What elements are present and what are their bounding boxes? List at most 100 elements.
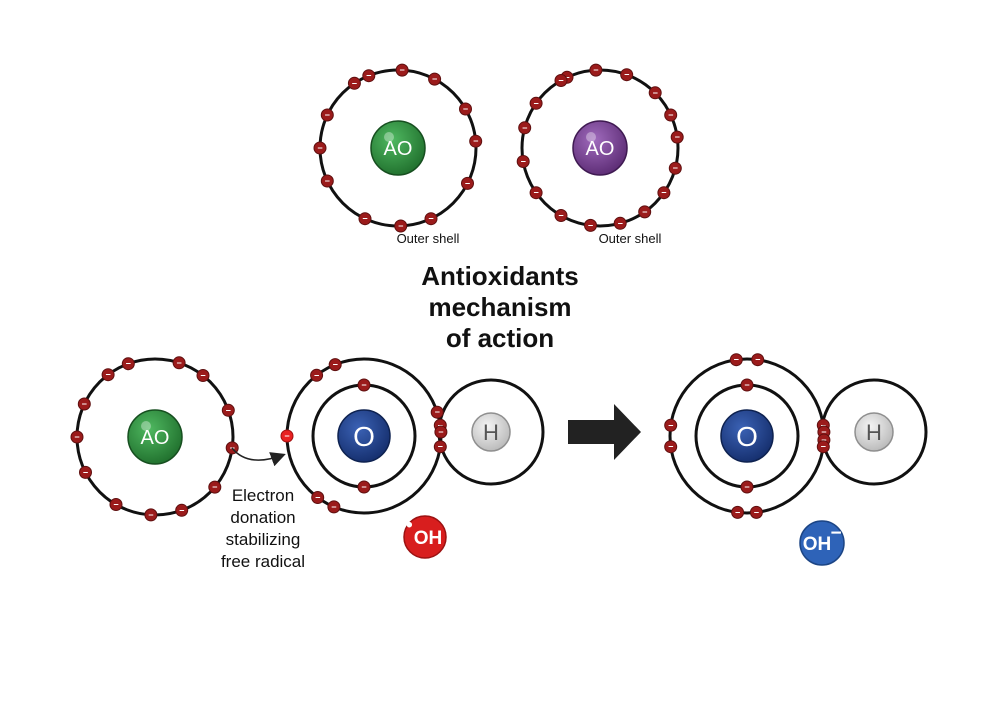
nucleus-highlight [586, 132, 596, 142]
hydrogen-nucleus [854, 412, 894, 452]
outer-shell-label: Outer shell [397, 231, 460, 246]
electron-dot [77, 397, 91, 411]
electron-minus-sign: − [105, 370, 110, 380]
ao-label: AO [586, 138, 615, 160]
title-line-2: mechanism [428, 292, 571, 322]
ao-atom-green-top: AO Outer shell −−−−−−−−−−−−− [313, 63, 483, 246]
electron-minus-sign: − [754, 507, 759, 517]
electron-minus-sign: − [618, 218, 623, 228]
donated-electron-dot [280, 429, 294, 443]
electron-dot [657, 186, 671, 200]
electron-minus-sign: − [212, 482, 217, 492]
oxygen-label: O [353, 421, 375, 452]
reaction-arrow [568, 404, 641, 460]
electron-dot [328, 358, 342, 372]
electron-minus-sign: − [399, 65, 404, 75]
electron-group: −−−−−−−−−−−−− [70, 356, 239, 522]
electron-dot [430, 405, 444, 419]
electron-minus-sign: − [179, 505, 184, 515]
electron-minus-sign: − [317, 143, 322, 153]
electron-minus-sign: − [661, 188, 666, 198]
electron-minus-sign: − [361, 482, 366, 492]
electron-dot [357, 378, 371, 392]
electron-dot [620, 68, 634, 82]
ao-label: AO [141, 427, 170, 449]
ao-nucleus-green [127, 409, 183, 465]
electron-minus-sign: − [438, 420, 443, 430]
electron-minus-sign: − [755, 355, 760, 365]
badge-circle [403, 515, 447, 559]
electron-minus-sign: − [744, 380, 749, 390]
electron-minus-sign: − [148, 510, 153, 520]
electron-minus-sign: − [675, 132, 680, 142]
electron-dot [221, 403, 235, 417]
electron-minus-sign: − [533, 188, 538, 198]
hydrogen-label: H [866, 420, 882, 445]
electron-minus-sign: − [521, 157, 526, 167]
electron-minus-sign: − [673, 163, 678, 173]
electron-dot [749, 505, 763, 519]
electron-dot [668, 161, 682, 175]
electron-dot [648, 86, 662, 100]
electron-dot [347, 76, 361, 90]
electron-dot [424, 212, 438, 226]
electron-dot [816, 440, 830, 454]
electron-group: −−−−−−−−−−−−−−−−− [516, 63, 684, 232]
hydroxyl-radical-badge: • OH [403, 515, 447, 559]
donated-electron: − [280, 429, 294, 443]
electron-minus-sign: − [83, 467, 88, 477]
electron-dot [208, 480, 222, 494]
electron-dot [320, 174, 334, 188]
electron-group: −−−−−−−−−−−−− [313, 63, 483, 233]
oxygen-label: O [736, 421, 758, 452]
electron-minus-sign: − [325, 176, 330, 186]
electron-dot [518, 121, 532, 135]
electron-minus-sign: − [352, 78, 357, 88]
electron-dot [554, 74, 568, 87]
electron-minus-sign: − [200, 371, 205, 381]
electron-dot [121, 357, 135, 371]
electron-dot [664, 108, 678, 122]
electron-minus-sign: − [176, 358, 181, 368]
ao-label: AO [384, 138, 413, 160]
electron-minus-sign: − [522, 123, 527, 133]
electron-dot [469, 134, 483, 148]
electron-minus-sign: − [438, 427, 443, 437]
diagram-title: Antioxidants mechanism of action [421, 261, 578, 353]
caption-line-3: stabilizing [226, 530, 301, 549]
electron-minus-sign: − [668, 110, 673, 120]
electron-dot [320, 108, 334, 122]
outer-shell-label: Outer shell [599, 231, 662, 246]
electron-dot [362, 69, 376, 83]
electron-minus-sign: − [473, 136, 478, 146]
hydroxide-label: OH [803, 534, 832, 555]
electron-dot [428, 72, 442, 86]
electron-dot [584, 218, 597, 232]
title-line-1: Antioxidants [421, 261, 578, 291]
donation-caption: Electron donation stabilizing free radic… [221, 486, 305, 571]
electron-dot [395, 63, 409, 77]
electron-dot [461, 176, 474, 190]
title-line-3: of action [446, 323, 554, 353]
electron-dot [196, 369, 210, 382]
electron-dot [311, 491, 325, 504]
radical-dot: • [406, 515, 413, 536]
oxygen-outer-electrons: −−−−−−−−−− [664, 353, 831, 519]
oxygen-inner-electrons: −− [740, 378, 754, 494]
caption-line-2: donation [230, 508, 295, 527]
oxygen-nucleus [337, 409, 391, 463]
electron-minus-sign: − [361, 380, 366, 390]
caption-line-4: free radical [221, 552, 305, 571]
electron-minus-sign: − [113, 500, 118, 510]
ao-atom-green-bottom: AO −−−−−−−−−−−−− [70, 356, 239, 522]
electron-minus-sign: − [744, 482, 749, 492]
electron-dot [172, 356, 186, 370]
electron-minus-sign: − [284, 431, 289, 441]
radical-label: OH [414, 528, 443, 549]
electron-minus-sign: − [74, 432, 79, 442]
electron-dot [751, 353, 765, 367]
ao-atom-purple-top: AO Outer shell −−−−−−−−−−−−−−−−− [516, 63, 684, 246]
electron-dot [357, 480, 371, 494]
